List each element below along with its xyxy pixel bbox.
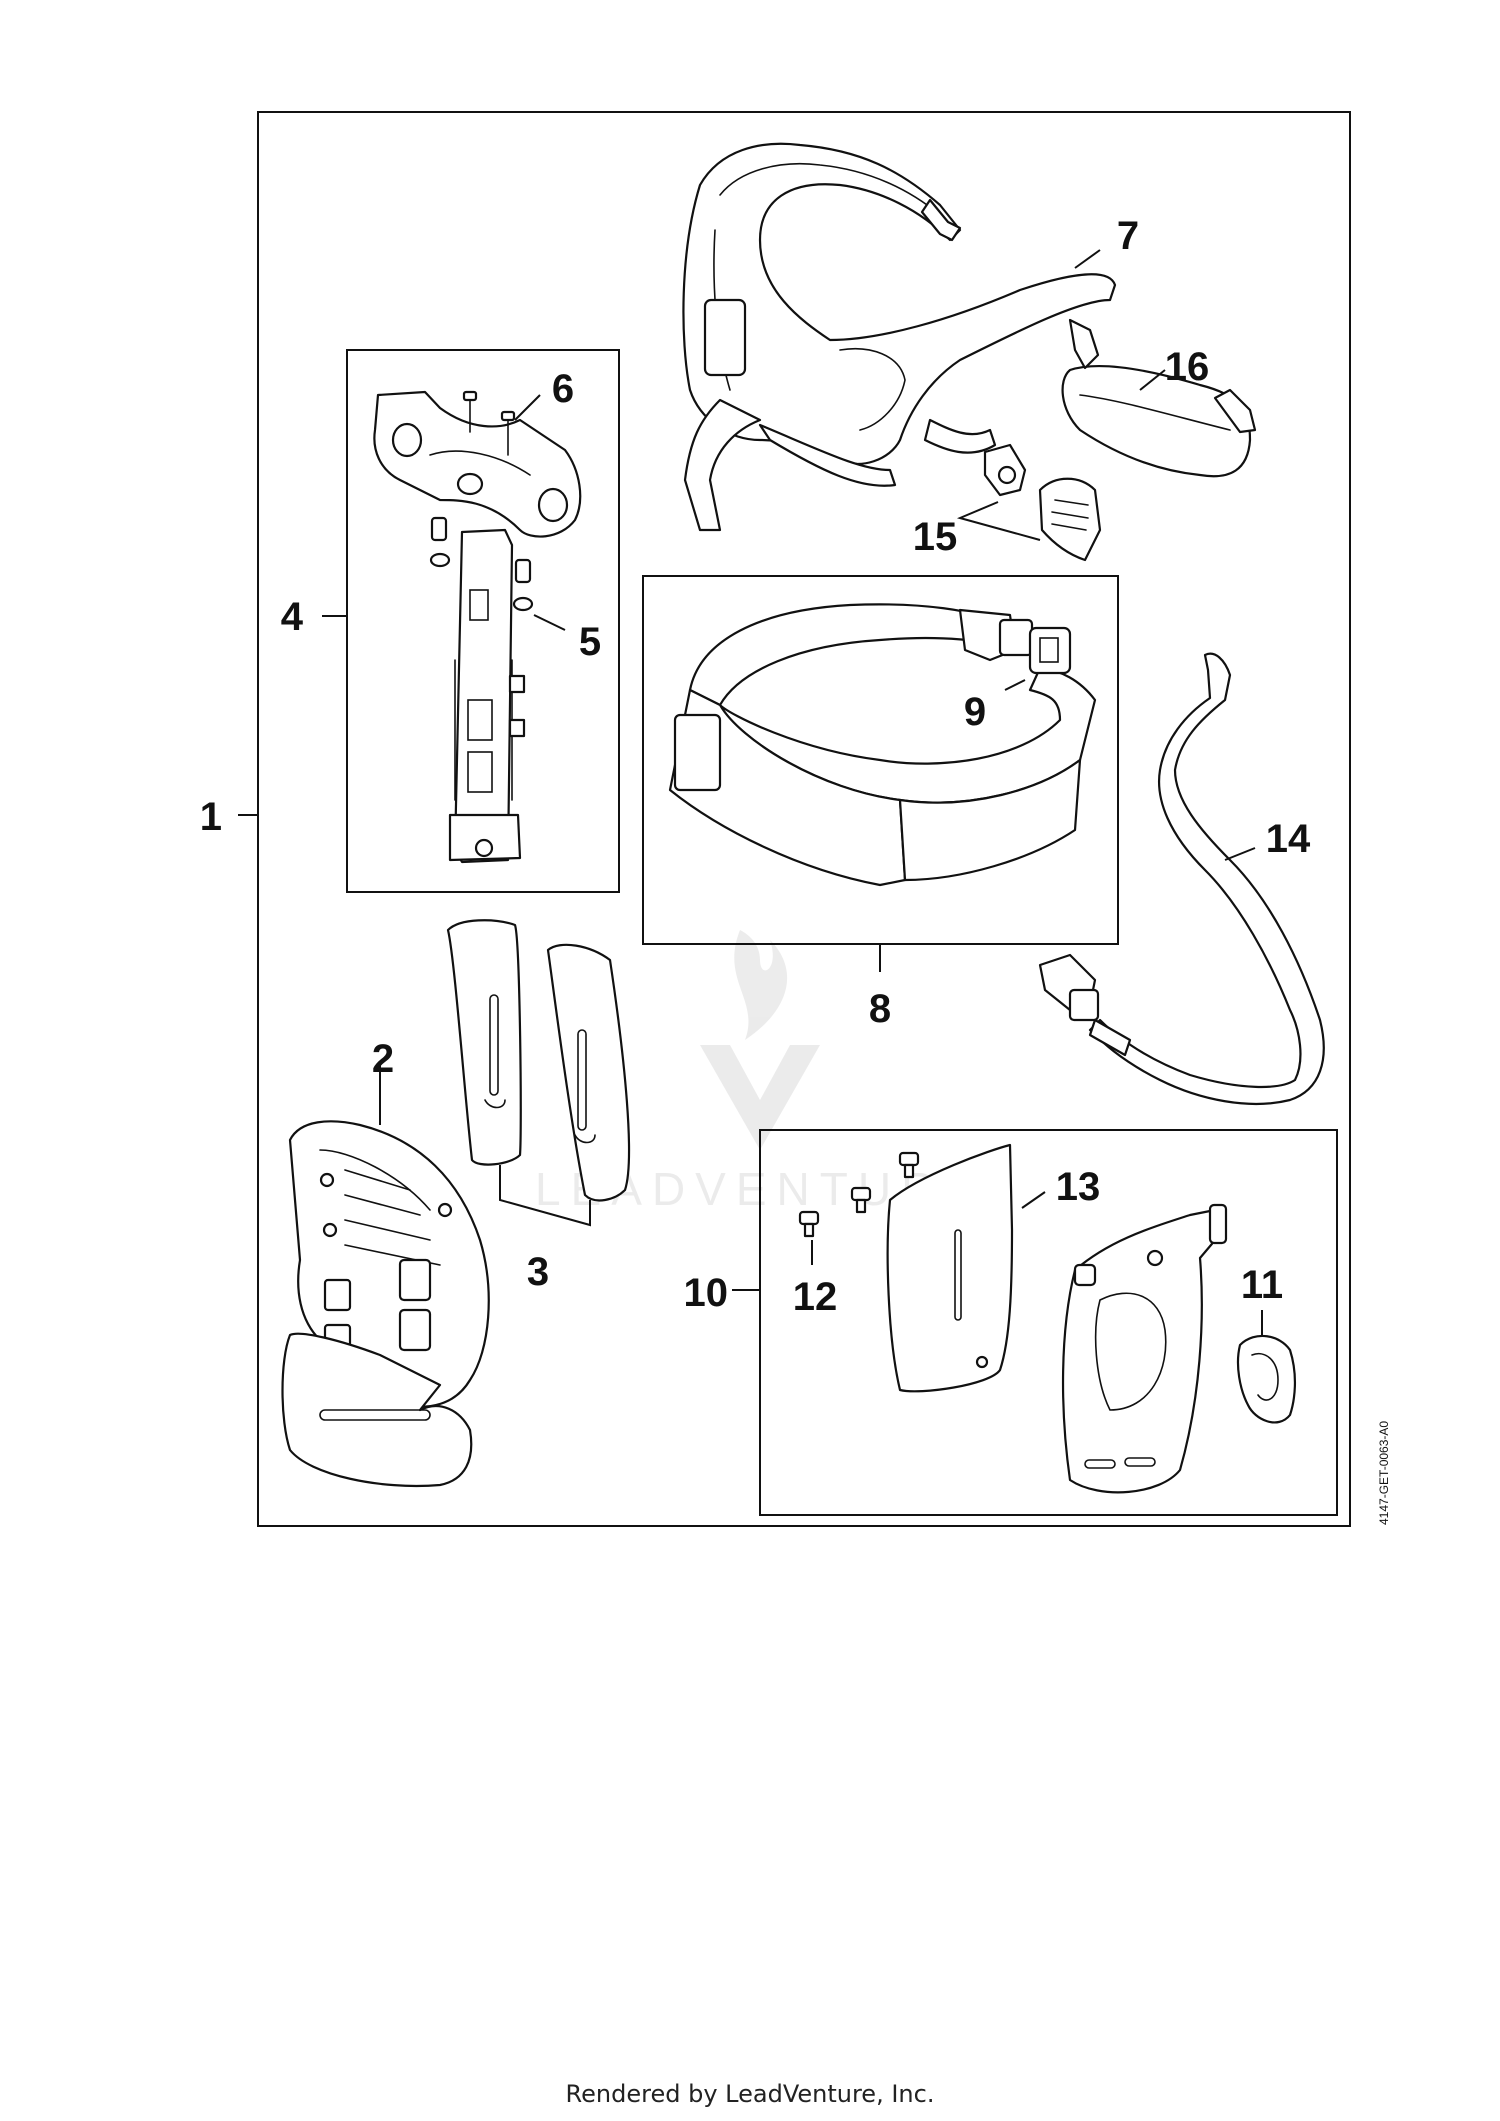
screw-part-6a	[462, 390, 478, 433]
callout-8: 8	[869, 987, 891, 1031]
screw-part-12a	[898, 1151, 920, 1179]
screw-part-12c	[798, 1210, 820, 1238]
leader-14	[1224, 847, 1256, 861]
screw-part-6b	[500, 410, 516, 456]
shoulder-pad-part-16	[1061, 318, 1257, 478]
callout-16: 16	[1165, 345, 1210, 389]
callout-5: 5	[579, 620, 601, 664]
leader-6	[514, 394, 541, 421]
leader-13	[1021, 1191, 1046, 1209]
pad-part-3a	[446, 919, 522, 1166]
callout-4: 4	[281, 595, 304, 639]
callout-9: 9	[964, 690, 986, 734]
subassembly-box-4	[346, 349, 620, 893]
callout-1: 1	[200, 795, 222, 839]
waist-belt-part	[668, 603, 1097, 887]
buckle-part-15b	[1038, 477, 1102, 562]
callout-13: 13	[1056, 1165, 1101, 1209]
leader-16	[1139, 369, 1166, 391]
callout-6: 6	[552, 367, 574, 411]
leader-3	[499, 1165, 591, 1227]
strap-part-14	[1038, 652, 1325, 1106]
back-plate-part-2	[281, 1120, 490, 1488]
drawing-code: 4147-GET-0063-A0	[1377, 1421, 1391, 1525]
callout-7: 7	[1117, 214, 1139, 258]
callout-14: 14	[1266, 817, 1311, 861]
bracket-part	[1061, 1203, 1228, 1494]
subassembly-box-10	[759, 1129, 1338, 1516]
footer-credit: Rendered by LeadVenture, Inc.	[565, 2080, 935, 2108]
callout-10: 10	[684, 1271, 729, 1315]
pad-part-3b	[546, 943, 631, 1202]
callout-2: 2	[372, 1037, 394, 1081]
callout-15: 15	[913, 515, 958, 559]
leader-9	[1004, 679, 1026, 691]
callout-3: 3	[527, 1250, 549, 1294]
shoulder-harness-part	[682, 142, 1117, 532]
clip-part-11	[1236, 1334, 1297, 1424]
carrier-plate-part	[373, 390, 582, 864]
callout-11: 11	[1241, 1263, 1283, 1307]
leader-7	[1074, 249, 1101, 269]
leader-15	[956, 501, 1041, 541]
cover-plate-part-13	[886, 1143, 1014, 1393]
screw-part-12b	[850, 1186, 872, 1214]
callout-12: 12	[793, 1275, 838, 1319]
leader-5	[533, 614, 566, 631]
main-assembly-box	[257, 111, 1351, 1527]
buckle-part-15a	[983, 443, 1027, 497]
